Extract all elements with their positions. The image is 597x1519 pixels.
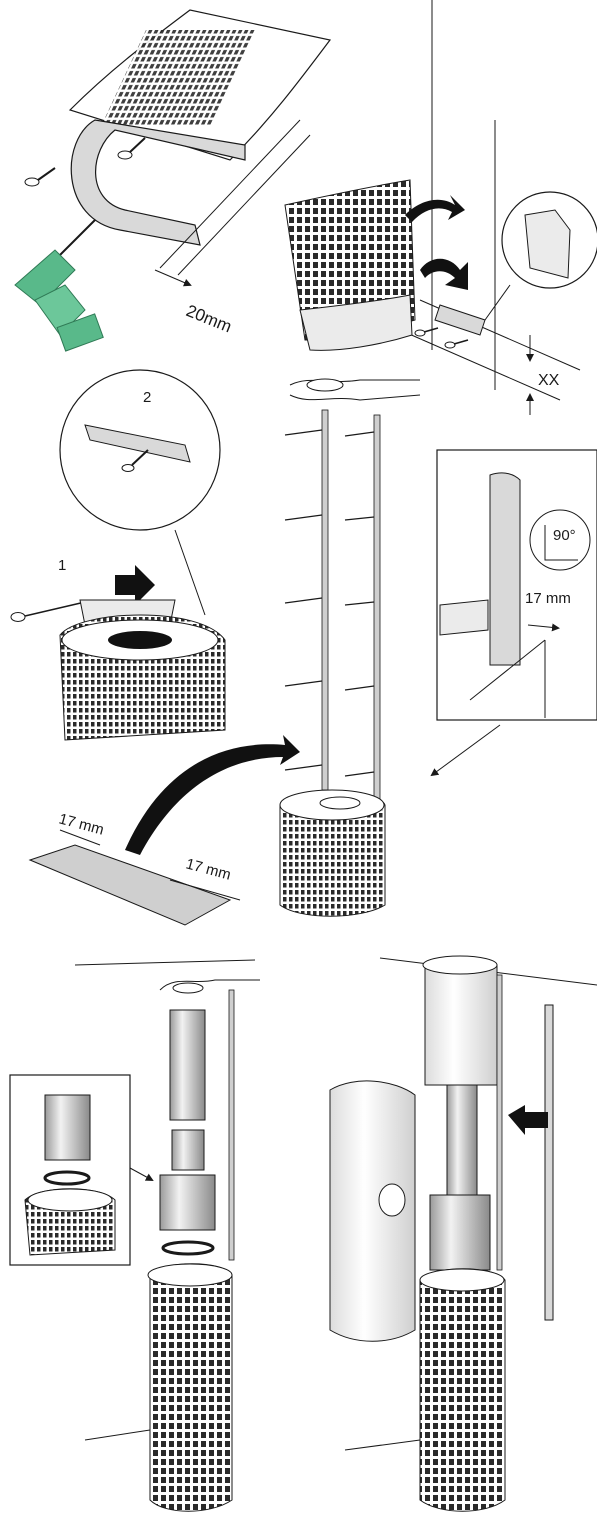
flex-pipe [446, 1084, 478, 1196]
hood-grille [101, 30, 257, 125]
screw-icon [284, 764, 323, 771]
dim-arrow [154, 269, 192, 287]
grille-top [147, 1263, 233, 1287]
rails-step [125, 378, 421, 917]
template-step: 17 mm 17 mm [28, 810, 241, 926]
angle-detail-step: 90° 17 mm [430, 449, 597, 777]
grille-body [419, 1268, 506, 1512]
screw-icon [414, 327, 439, 337]
dim-17mm-detail-label: 17 mm [525, 590, 571, 607]
screw-icon [444, 339, 469, 349]
rail-left [496, 974, 503, 1271]
front-casing-panel [329, 1080, 416, 1342]
screw-icon [10, 601, 86, 622]
inset-grille-top [27, 1188, 113, 1212]
ceiling-line [74, 959, 256, 966]
callout-line [484, 284, 511, 321]
template-sheet [28, 844, 232, 926]
callout-arrow [129, 1167, 154, 1181]
screw-icon [284, 429, 323, 436]
callout-line [174, 529, 206, 616]
pipe-adapter [159, 1174, 216, 1231]
dim-17mm-left-label: 17 mm [57, 810, 106, 838]
rail-right [373, 414, 381, 801]
dim-arrow [527, 623, 560, 632]
angle-90-label: 90° [553, 527, 576, 544]
floor-line [399, 329, 561, 401]
grille-base [299, 294, 413, 351]
dim-20mm-label: 20mm [184, 301, 235, 336]
screw-icon [24, 167, 56, 187]
screw-icon [284, 597, 323, 604]
casing-top [422, 955, 498, 975]
rail-loose [544, 1004, 554, 1321]
inset-pipe [44, 1094, 91, 1161]
casing-hole [378, 1183, 406, 1217]
screw-icon [344, 431, 375, 437]
grille-body [149, 1263, 233, 1512]
callout-arrow [430, 724, 501, 777]
rail-right [228, 989, 235, 1261]
bracket-detail [524, 209, 571, 279]
curved-arrow-down-icon [420, 258, 468, 290]
bracket-detail-2 [84, 424, 191, 463]
inset-ring [43, 1170, 91, 1186]
pipe-adapter [429, 1194, 491, 1271]
bracket-detail-3 [439, 599, 489, 636]
top-bracket-step: 2 1 [10, 369, 226, 741]
screw-icon [344, 771, 375, 777]
flex-pipe [169, 1009, 206, 1121]
wall-bracket-step: XX [284, 0, 597, 415]
screw-icon [117, 137, 146, 160]
grille-hole [319, 796, 361, 810]
step-1-label: 1 [58, 557, 66, 574]
casing-assembly-step [329, 955, 597, 1512]
ceiling-cut-2 [289, 394, 421, 401]
dim-17mm-right-label: 17 mm [184, 855, 233, 883]
ceiling-cut [159, 979, 260, 991]
grille-hole [108, 631, 172, 649]
ceiling-hole [172, 982, 204, 994]
u-bracket [70, 119, 246, 246]
screw-icon [344, 516, 375, 521]
rail-detail [489, 472, 521, 666]
curved-arrow-icon [125, 735, 300, 855]
curved-arrow-icon [405, 195, 465, 222]
grille-top [419, 1268, 505, 1292]
hood-bracket-step: 20mm [14, 9, 332, 352]
push-arrow-icon [115, 565, 155, 605]
upper-casing [424, 964, 498, 1086]
screw-icon [344, 685, 375, 691]
push-arrow-icon [508, 1105, 548, 1135]
ceiling-hole [306, 378, 344, 392]
wall-line [344, 1439, 421, 1451]
floor-line [469, 639, 546, 701]
dim-line [59, 829, 101, 846]
dim-line [169, 879, 241, 901]
drill-icon [14, 219, 104, 352]
screw-icon [121, 449, 149, 472]
pipe-assembly-step [9, 959, 260, 1512]
pipe-coupler [171, 1129, 205, 1171]
right-angle-icon [544, 525, 578, 561]
hood-edge-line-2 [177, 134, 311, 276]
wall-bracket [434, 304, 486, 336]
wall-line [84, 1429, 151, 1441]
rail-left [321, 409, 329, 791]
screw-icon [284, 680, 323, 687]
step-2-label: 2 [143, 389, 151, 406]
dim-xx-label: XX [538, 372, 560, 389]
hood-edge-line [159, 119, 301, 269]
seal-ring [161, 1240, 215, 1256]
screw-icon [284, 514, 323, 521]
screw-icon [344, 601, 375, 606]
